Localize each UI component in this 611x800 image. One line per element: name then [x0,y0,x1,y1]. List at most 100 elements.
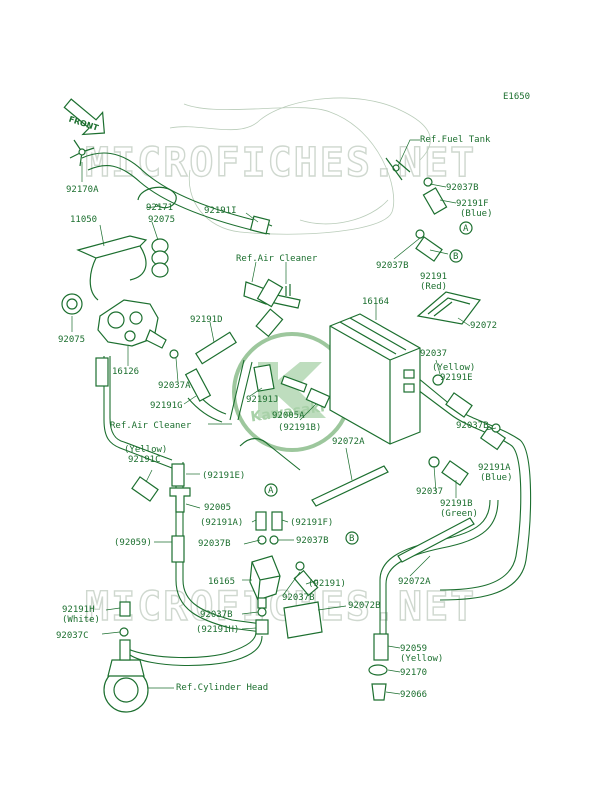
connector-label: A [463,224,469,234]
hose-upper-tank [256,278,284,308]
label-92072A-a: 92072A [332,437,365,447]
filter-16165 [249,555,281,609]
front-arrow-icon: FRONT [63,98,106,136]
label-16126: 16126 [112,367,139,377]
tee-92005 [169,487,191,513]
label-92037B-e: 92037B [296,536,329,546]
label-92037B-d: 92037B [198,539,231,549]
label-92191F-blue: 92191F(Blue) [456,199,493,219]
label-p92059: (92059) [114,538,152,548]
label-92170A: 92170A [66,185,99,195]
label-ref-fuel-tank: Ref.Fuel Tank [420,135,491,145]
label-92191B-green: 92191B(Green) [440,499,478,519]
label-16164: 16164 [362,297,389,307]
hose-92191C [131,476,159,502]
label-92072: 92072 [470,321,497,331]
valve-assembly-16126 [97,299,167,349]
hose-small-upper [255,308,284,338]
label-92059-yellow: 92059(Yellow) [400,644,443,664]
label-11050: 11050 [70,215,97,225]
watermark-top: MICROFICHES.NET [85,140,476,186]
connector-label: A [268,486,274,496]
bracket-92072B [283,601,323,639]
clamp-92170A [69,139,95,167]
connector-label: B [453,252,458,262]
hose-92191E [445,392,473,418]
label-92037-a: 92037 [420,349,447,359]
hose-92191H [119,601,131,617]
label-yellow-92191C: (Yellow)92191C [124,445,167,465]
label-yellow-92191E: (Yellow)92191E [432,363,475,383]
label-92037-b: 92037 [416,487,443,497]
hose-92191D [195,331,237,365]
label-92037A: 92037A [158,381,191,391]
hose-92191-red [415,236,443,262]
label-92066: 92066 [400,690,427,700]
label-92191I: 92191I [204,206,237,216]
label-92005A: 92005A(92191B) [272,411,321,433]
label-92037B-c: 92037B [456,421,489,431]
diagram-code: E1650 [503,92,530,102]
label-92171: 92171 [146,203,173,213]
label-92191H-white: 92191H(White) [62,605,100,625]
hose-92059-yellow [373,633,389,661]
connector-label: B [349,534,354,544]
hose-92191 [293,569,319,597]
label-92075-upper: 92075 [148,215,175,225]
label-ref-cylinder-head: Ref.Cylinder Head [176,683,268,693]
connector-A-upper: A [459,221,473,235]
part-labels: Ref.Fuel Tank 92170A 92171 92191I 11050 … [56,135,513,700]
label-p92191H: (92191H) [196,625,239,635]
label-92037B-a: 92037B [446,183,479,193]
label-p92191A: (92191A) [200,518,243,528]
label-p92191: (92191) [308,579,346,589]
strap-92072 [416,291,482,325]
watermark-bottom: MICROFICHES.NET [85,584,476,630]
canister-16164 [329,313,421,445]
hose-92191J [253,364,275,392]
label-92075-lower: 92075 [58,335,85,345]
connector-B-upper: B [449,249,463,263]
label-92072B: 92072B [348,601,381,611]
hose-92191F [422,187,448,215]
label-p92191E: (92191E) [202,471,245,481]
grommet-92075-upper [151,238,169,278]
hose-canister-mid [280,375,308,393]
clamps [119,157,501,701]
label-92037B-g: 92037B [200,610,233,620]
label-92037C: 92037C [56,631,89,641]
label-92037B-b: 92037B [376,261,409,271]
label-92191J: 92191J [246,395,279,405]
label-ref-air-cleaner-a: Ref.Air Cleaner [236,254,318,264]
hose-92191G [184,368,212,402]
grommet-92075-lower [61,293,83,315]
hose-92191E-b [171,463,185,487]
hose-92191J-b [95,357,109,387]
label-92072A-b: 92072A [398,577,431,587]
connector-A-lower: A [264,483,278,497]
hose-92191I [249,215,271,235]
leader-lines [71,139,497,695]
label-92191G: 92191G [150,401,183,411]
hose-92191A-b [255,511,267,531]
label-92005: 92005 [204,503,231,513]
label-92170: 92170 [400,668,427,678]
label-92191-red: 92191(Red) [420,272,447,292]
label-92191A-blue: 92191A(Blue) [478,463,513,483]
label-92037B-f: 92037B [282,593,315,603]
hose-92191H-b [255,619,269,635]
label-16165: 16165 [208,577,235,587]
hose-92059 [171,535,185,563]
label-92191D: 92191D [190,315,223,325]
connector-B-lower: B [345,531,359,545]
label-p92191F: (92191F) [290,518,333,528]
hose-92191F-b [271,511,283,531]
hose-92005A [305,387,331,409]
hose-92191B [441,460,469,486]
bracket-11050 [76,235,148,301]
strap-92072A-lower [397,517,475,563]
label-ref-air-cleaner-b: Ref.Air Cleaner [110,421,192,431]
fuel-tank-outline [169,97,431,235]
